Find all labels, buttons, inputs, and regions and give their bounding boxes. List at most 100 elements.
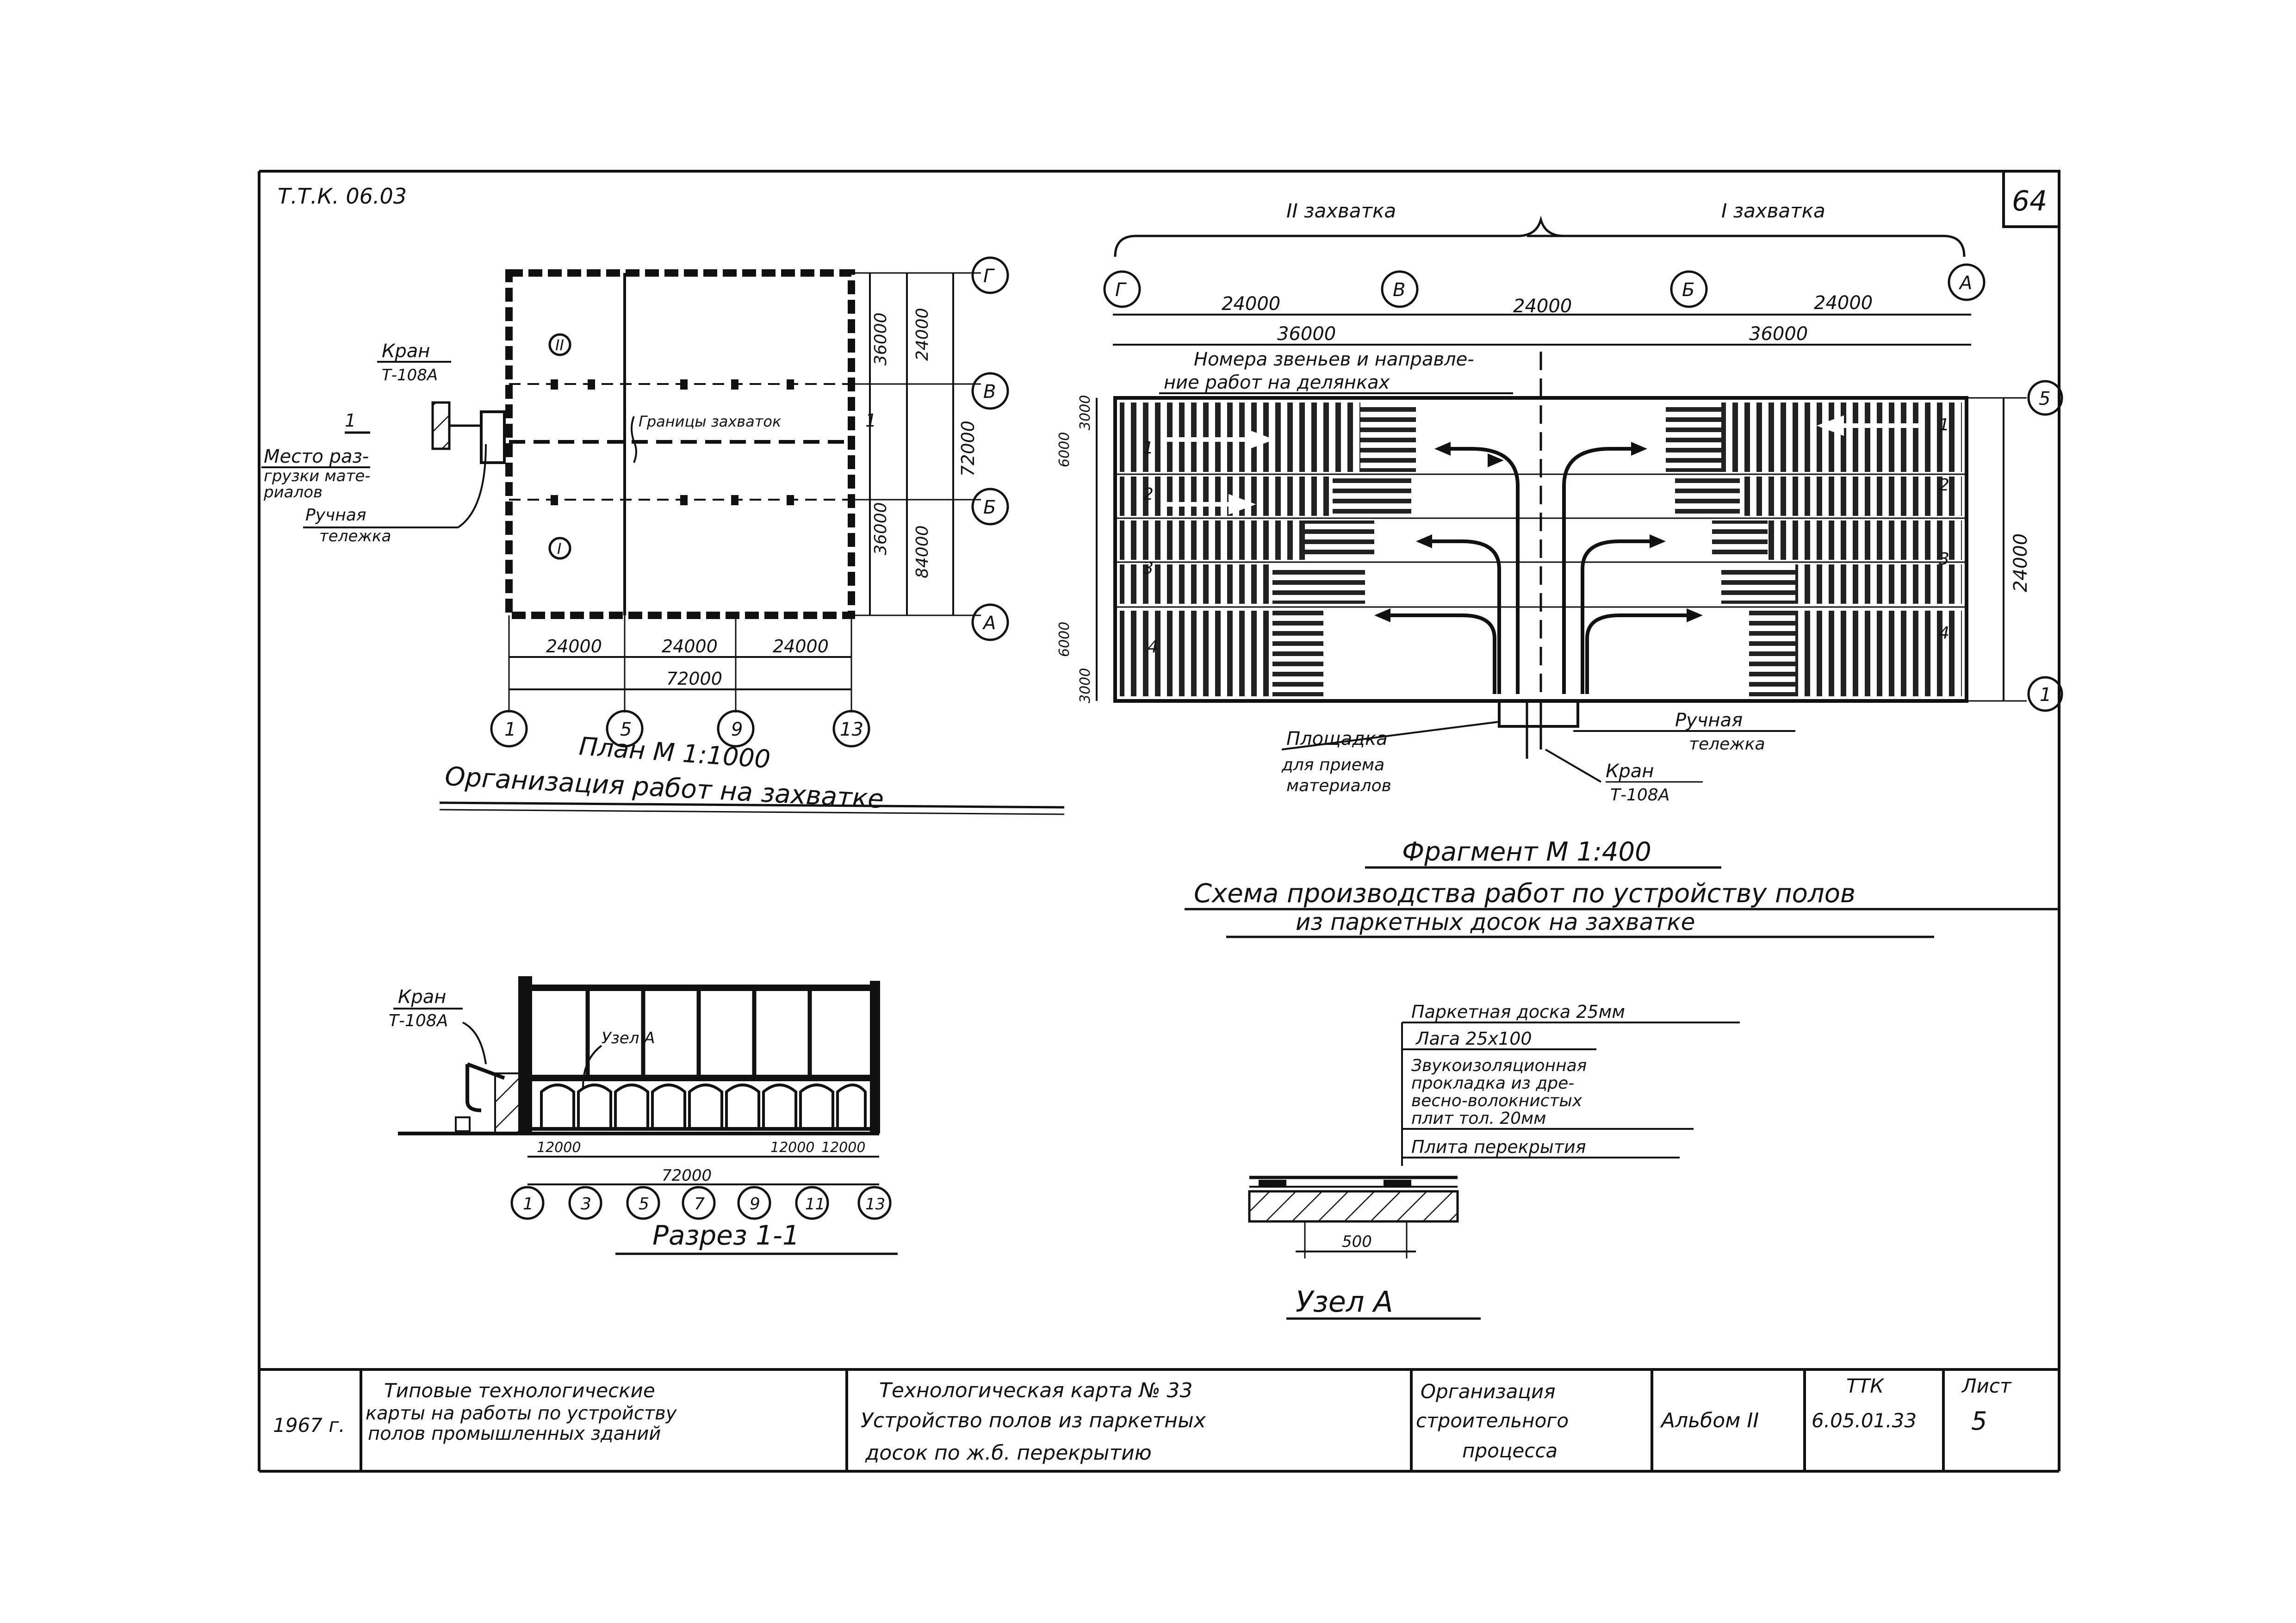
frag-crane-label: Кран [1606, 761, 1654, 782]
unload-label-3: риалов [263, 483, 323, 502]
tb-ttk-code: 6.05.01.33 [1812, 1409, 1917, 1432]
section-crane-model: Т-108А [389, 1011, 448, 1030]
node-layer-4: прокладка из дре- [1411, 1074, 1574, 1093]
section-dim-3: 12000 [821, 1140, 865, 1156]
cart-label-2: тележка [319, 527, 391, 545]
plan-drawing: II I Границы захваток 1 1 Кран Т-108А Ме… [261, 256, 1065, 815]
page-number: 64 [2012, 185, 2047, 217]
frag-dim-left-1: 3000 [1077, 395, 1093, 430]
section-dim-total: 72000 [662, 1166, 712, 1185]
plan-dim-right-inner-2: 84000 [913, 525, 932, 578]
tb-map-2: Устройство полов из паркетных [861, 1409, 1206, 1432]
zone-2-label: II [555, 336, 564, 354]
section-axis-5: 5 [639, 1195, 649, 1214]
plan-crane-model: Т-108А [382, 366, 438, 384]
tb-series-2: карты на работы по устройству [366, 1403, 677, 1424]
section-mark-left: 1 [345, 410, 356, 431]
frag-cart-label-1: Ручная [1675, 710, 1743, 731]
tb-ttk-label: ТТК [1846, 1375, 1885, 1397]
frag-axis-A: А [1958, 273, 1972, 294]
cart-label-1: Ручная [305, 506, 366, 525]
frag-left-mark-1: 1 [1143, 439, 1154, 458]
plan-axis-5: 5 [620, 719, 632, 740]
unload-label-2: грузки мате- [264, 467, 371, 485]
frag-axis-G: Г [1115, 279, 1127, 301]
tb-map-1: Технологическая карта № 33 [879, 1379, 1192, 1402]
plan-axis-G: Г [983, 266, 995, 287]
title-block [259, 1368, 2059, 1471]
frag-axis-V: В [1393, 279, 1405, 301]
plan-dim-right-outer-2: 36000 [871, 502, 890, 555]
frag-dim-top-1: 24000 [1222, 293, 1280, 315]
frag-dim-left-3: 6000 [1056, 622, 1073, 657]
section-mark-right: 1 [865, 410, 876, 431]
node-layer-5: весно-волокнистых [1411, 1091, 1582, 1110]
section-crane-label: Кран [398, 986, 446, 1008]
frag-dim-right: 24000 [2010, 533, 2031, 592]
frag-left-mark-3: 3 [1143, 559, 1154, 578]
tb-album: Альбом II [1660, 1409, 1759, 1432]
frag-scale-caption: Фрагмент М 1:400 [1402, 837, 1651, 867]
plan-axis-B: Б [983, 497, 996, 518]
section-axis-7: 7 [694, 1195, 705, 1214]
frag-dim-left-4: 3000 [1077, 668, 1093, 703]
plan-dim-right-outer-1: 36000 [871, 312, 890, 365]
grip-1-label: I захватка [1721, 199, 1825, 222]
tb-sheet-label: Лист [1961, 1375, 2012, 1397]
plan-dim-bottom-3: 24000 [773, 636, 829, 657]
node-layer-2: Лага 25х100 [1415, 1028, 1532, 1049]
frag-right-mark-1: 1 [1939, 415, 1949, 434]
section-node-label: Узел А [602, 1029, 655, 1047]
section-axis-13: 13 [865, 1195, 885, 1214]
tb-series-1: Типовые технологические [384, 1379, 655, 1402]
grip-2-label: II захватка [1286, 199, 1396, 222]
tb-org-2: строительного [1416, 1409, 1569, 1432]
plan-dim-right-total: 72000 [958, 421, 978, 477]
plan-axis-9: 9 [731, 719, 743, 740]
plan-dim-bottom-total: 72000 [666, 669, 722, 689]
section-title: Разрез 1-1 [652, 1220, 800, 1251]
frag-title-1: Схема производства работ по устройству п… [1194, 879, 1855, 909]
boundary-label: Границы захваток [639, 413, 782, 430]
frag-axis-5: 5 [2039, 388, 2050, 409]
section-axis-11: 11 [805, 1195, 825, 1214]
tb-map-3: досок по ж.б. перекрытию [865, 1441, 1152, 1465]
tb-sheet-number: 5 [1971, 1406, 1987, 1436]
plan-crane-label: Кран [382, 341, 430, 362]
frag-dim-top2-2: 36000 [1749, 323, 1808, 345]
unload-label-1: Место раз- [264, 446, 369, 467]
zone-1-label: I [557, 540, 561, 558]
tb-year: 1967 г. [273, 1414, 345, 1437]
frag-note-1: Номера звеньев и направле- [1194, 349, 1474, 370]
frag-right-mark-4: 4 [1939, 624, 1949, 643]
frag-left-mark-4: 4 [1148, 638, 1158, 657]
tb-org-3: процесса [1462, 1439, 1558, 1462]
section-axis-9: 9 [750, 1195, 760, 1214]
frag-axis-1: 1 [2040, 684, 2051, 706]
frag-dim-top-3: 24000 [1814, 292, 1873, 314]
platform-label-2: для приема [1281, 756, 1384, 774]
frag-note-2: ние работ на делянках [1164, 372, 1390, 393]
section-drawing: Кран Т-108А Узел А 12000 12000 12000 720… [389, 976, 898, 1255]
node-layer-6: плит тол. 20мм [1411, 1109, 1546, 1128]
frag-right-mark-3: 3 [1939, 550, 1949, 569]
frag-left-mark-2: 2 [1143, 485, 1154, 504]
tb-series-3: полов промышленных зданий [368, 1423, 661, 1444]
node-title: Узел А [1296, 1285, 1393, 1319]
section-dim-1: 12000 [537, 1140, 581, 1156]
plan-axis-1: 1 [504, 719, 516, 740]
tb-org-1: Организация [1421, 1380, 1556, 1403]
plan-dim-right-inner-1: 24000 [913, 308, 932, 361]
frag-crane-model: Т-108А [1610, 786, 1669, 805]
frag-title-2: из паркетных досок на захватке [1296, 909, 1695, 935]
plan-dim-bottom-1: 24000 [546, 636, 602, 657]
fragment-drawing: II захватка I захватка Г В Б А 24000 240… [1056, 199, 2063, 938]
frag-dim-top2-1: 36000 [1277, 323, 1336, 345]
plan-axis-A: А [982, 613, 996, 634]
section-axis-3: 3 [581, 1195, 591, 1214]
node-dim: 500 [1342, 1233, 1372, 1251]
plan-dim-bottom-2: 24000 [662, 636, 718, 657]
plan-axis-V: В [983, 381, 996, 403]
node-layer-3: Звукоизоляционная [1411, 1056, 1587, 1075]
